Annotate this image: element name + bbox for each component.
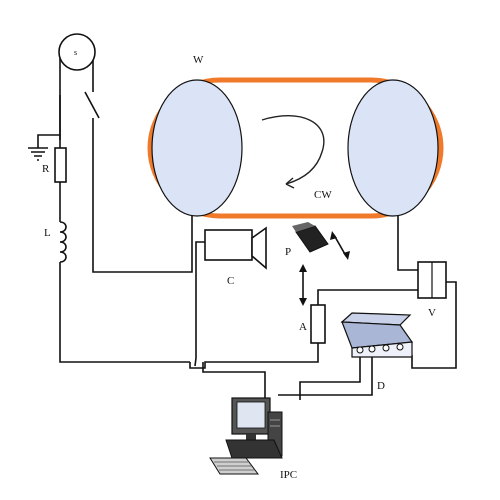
inductor: L xyxy=(44,221,67,263)
inductor-label: L xyxy=(44,227,51,239)
resistor: R xyxy=(42,147,67,183)
right-roller xyxy=(347,79,439,217)
voltmeter: V xyxy=(417,261,447,319)
probe-label: P xyxy=(285,246,291,258)
actuator: A xyxy=(299,304,326,344)
daq-label: D xyxy=(377,380,385,392)
resistor-label: R xyxy=(42,163,50,175)
rotation-label: CW xyxy=(314,189,332,201)
daq-device: D xyxy=(340,312,414,392)
camera-label: C xyxy=(227,275,234,287)
rotation-arrow xyxy=(261,115,325,185)
left-roller xyxy=(151,79,243,217)
camera: C xyxy=(204,226,267,287)
power-source: s xyxy=(58,33,96,71)
actuator-label: A xyxy=(299,321,307,333)
belt-system: W CW xyxy=(147,54,444,219)
vertical-movement-arrow xyxy=(299,264,307,306)
voltmeter-label: V xyxy=(428,307,436,319)
computer: IPC xyxy=(209,397,297,481)
belt-label: W xyxy=(193,54,204,66)
probe: P xyxy=(285,222,350,260)
source-label: s xyxy=(74,48,77,57)
computer-label: IPC xyxy=(280,469,297,481)
